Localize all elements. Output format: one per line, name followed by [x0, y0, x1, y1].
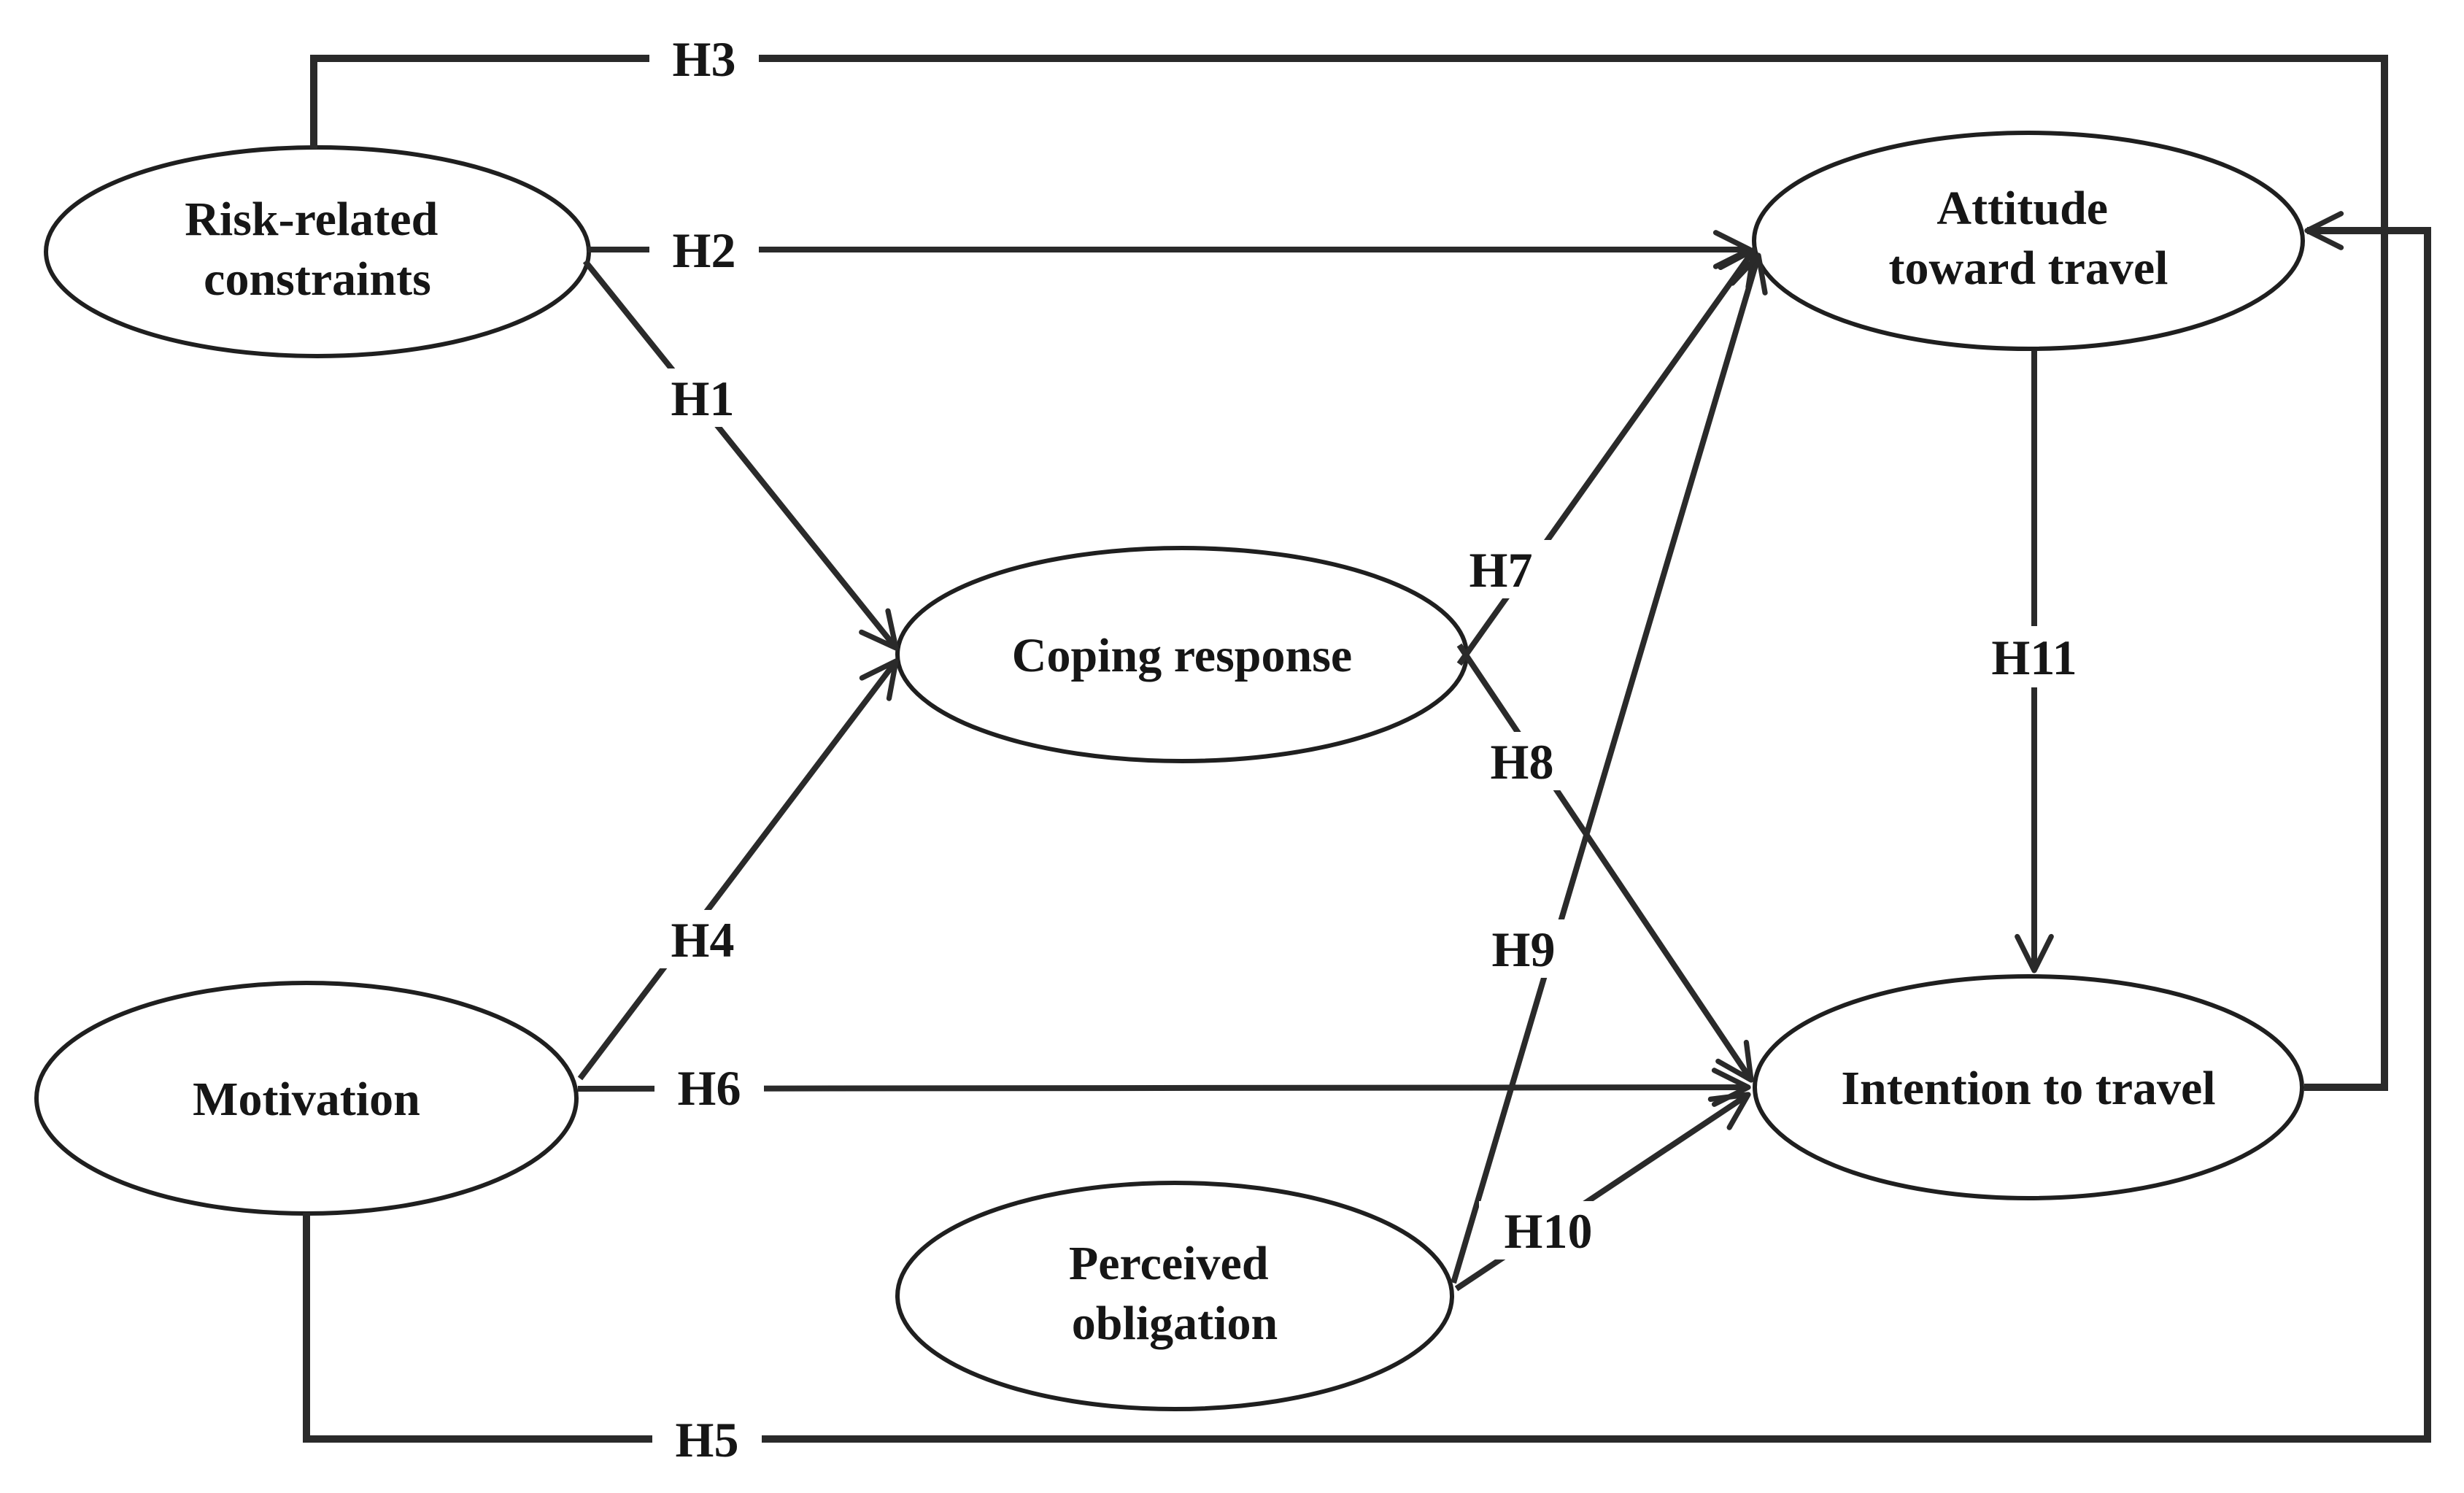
- edge-h1-arrow: [582, 259, 899, 651]
- node-coping-response-label: Coping response: [1012, 629, 1352, 682]
- edge-h10-label-mask: [1479, 1201, 1618, 1259]
- node-intention-ellipse: [1753, 974, 2304, 1200]
- node-motivation-label: Motivation: [193, 1073, 420, 1126]
- node-risk-constraints-ellipse: [44, 145, 591, 358]
- edge-h4-label-mask: [648, 910, 757, 968]
- edge-h4-arrow: [577, 658, 899, 1081]
- node-attitude-ellipse: [1752, 131, 2305, 351]
- edge-h2-label-mask: [649, 220, 759, 279]
- edge-h7-label: H7: [1469, 542, 1533, 598]
- edge-h7-label-mask: [1450, 540, 1552, 598]
- edge-h4-label: H4: [671, 912, 735, 968]
- edge-h9-label: H9: [1492, 922, 1556, 977]
- edge-h8-label-mask: [1467, 732, 1577, 790]
- node-perceived-obligation-ellipse: [895, 1181, 1454, 1411]
- edge-h5-arrow: [303, 211, 2431, 1443]
- edge-h2-label: H2: [673, 223, 736, 278]
- edge-h3-arrow: [310, 55, 2388, 1091]
- edge-h10-label: H10: [1505, 1203, 1593, 1259]
- node-risk-constraints-label: Risk-related constraints: [185, 193, 450, 306]
- edge-h1-label-mask: [652, 369, 754, 427]
- edge-h6-arrow: [577, 1068, 1751, 1107]
- edge-h6-label: H6: [678, 1060, 741, 1116]
- edge-h1-label: H1: [671, 371, 735, 426]
- node-attitude-label: Attitude toward travel: [1888, 182, 2168, 295]
- node-intention-label: Intention to travel: [1841, 1062, 2215, 1115]
- node-perceived-obligation-label: Perceived obligation: [1069, 1237, 1281, 1350]
- edge-h8-arrow: [1456, 643, 1754, 1083]
- edge-h5-label: H5: [676, 1412, 739, 1467]
- edge-h9-label-mask: [1469, 919, 1578, 978]
- edge-h6-label-mask: [654, 1058, 764, 1116]
- edge-h3-label: H3: [673, 31, 736, 87]
- edge-h8-label: H8: [1491, 734, 1554, 790]
- edge-h9-arrow: [1451, 252, 1768, 1284]
- edge-h11-label-mask: [1963, 626, 2106, 687]
- edge-h3-label-mask: [649, 29, 759, 88]
- edge-h11-label: H11: [1991, 630, 2077, 685]
- edge-h7-arrow: [1456, 247, 1757, 666]
- edge-h5-label-mask: [652, 1410, 762, 1468]
